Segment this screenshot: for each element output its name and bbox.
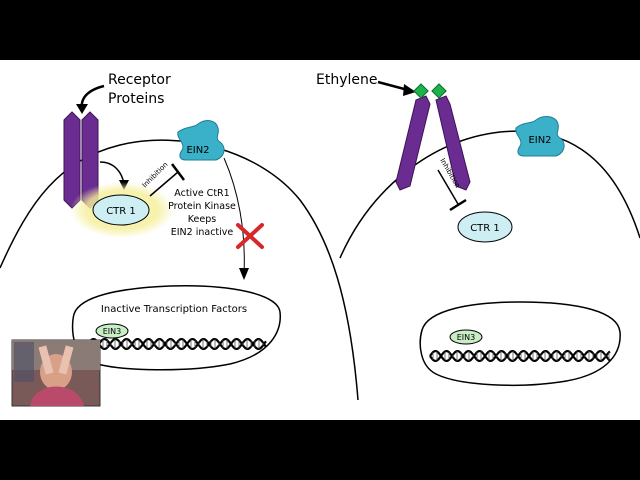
ethylene-label: Ethylene	[316, 72, 377, 88]
note-line-4: EIN2 inactive	[171, 227, 234, 238]
note-line-2: Protein Kinase	[168, 201, 236, 212]
ctr1-label: CTR 1	[106, 206, 136, 217]
receptor-protein-left	[64, 112, 80, 208]
bottom-letterbox	[0, 420, 640, 480]
ein3-right-label: EIN3	[457, 333, 476, 342]
note-line-1: Active CtR1	[174, 188, 229, 199]
right-ctr1-label: CTR 1	[470, 223, 500, 234]
ein2-label: EIN2	[186, 145, 209, 156]
receptor-label-line2: Proteins	[108, 91, 164, 107]
nucleus-title: Inactive Transcription Factors	[101, 304, 247, 315]
note-line-3: Keeps	[188, 214, 216, 225]
webcam-inset	[12, 340, 100, 406]
right-nucleus	[420, 302, 620, 385]
receptor-label-line1: Receptor	[108, 72, 171, 88]
top-letterbox	[0, 0, 640, 60]
ein3-left-label: EIN3	[103, 327, 122, 336]
right-ein2-label: EIN2	[528, 135, 551, 146]
